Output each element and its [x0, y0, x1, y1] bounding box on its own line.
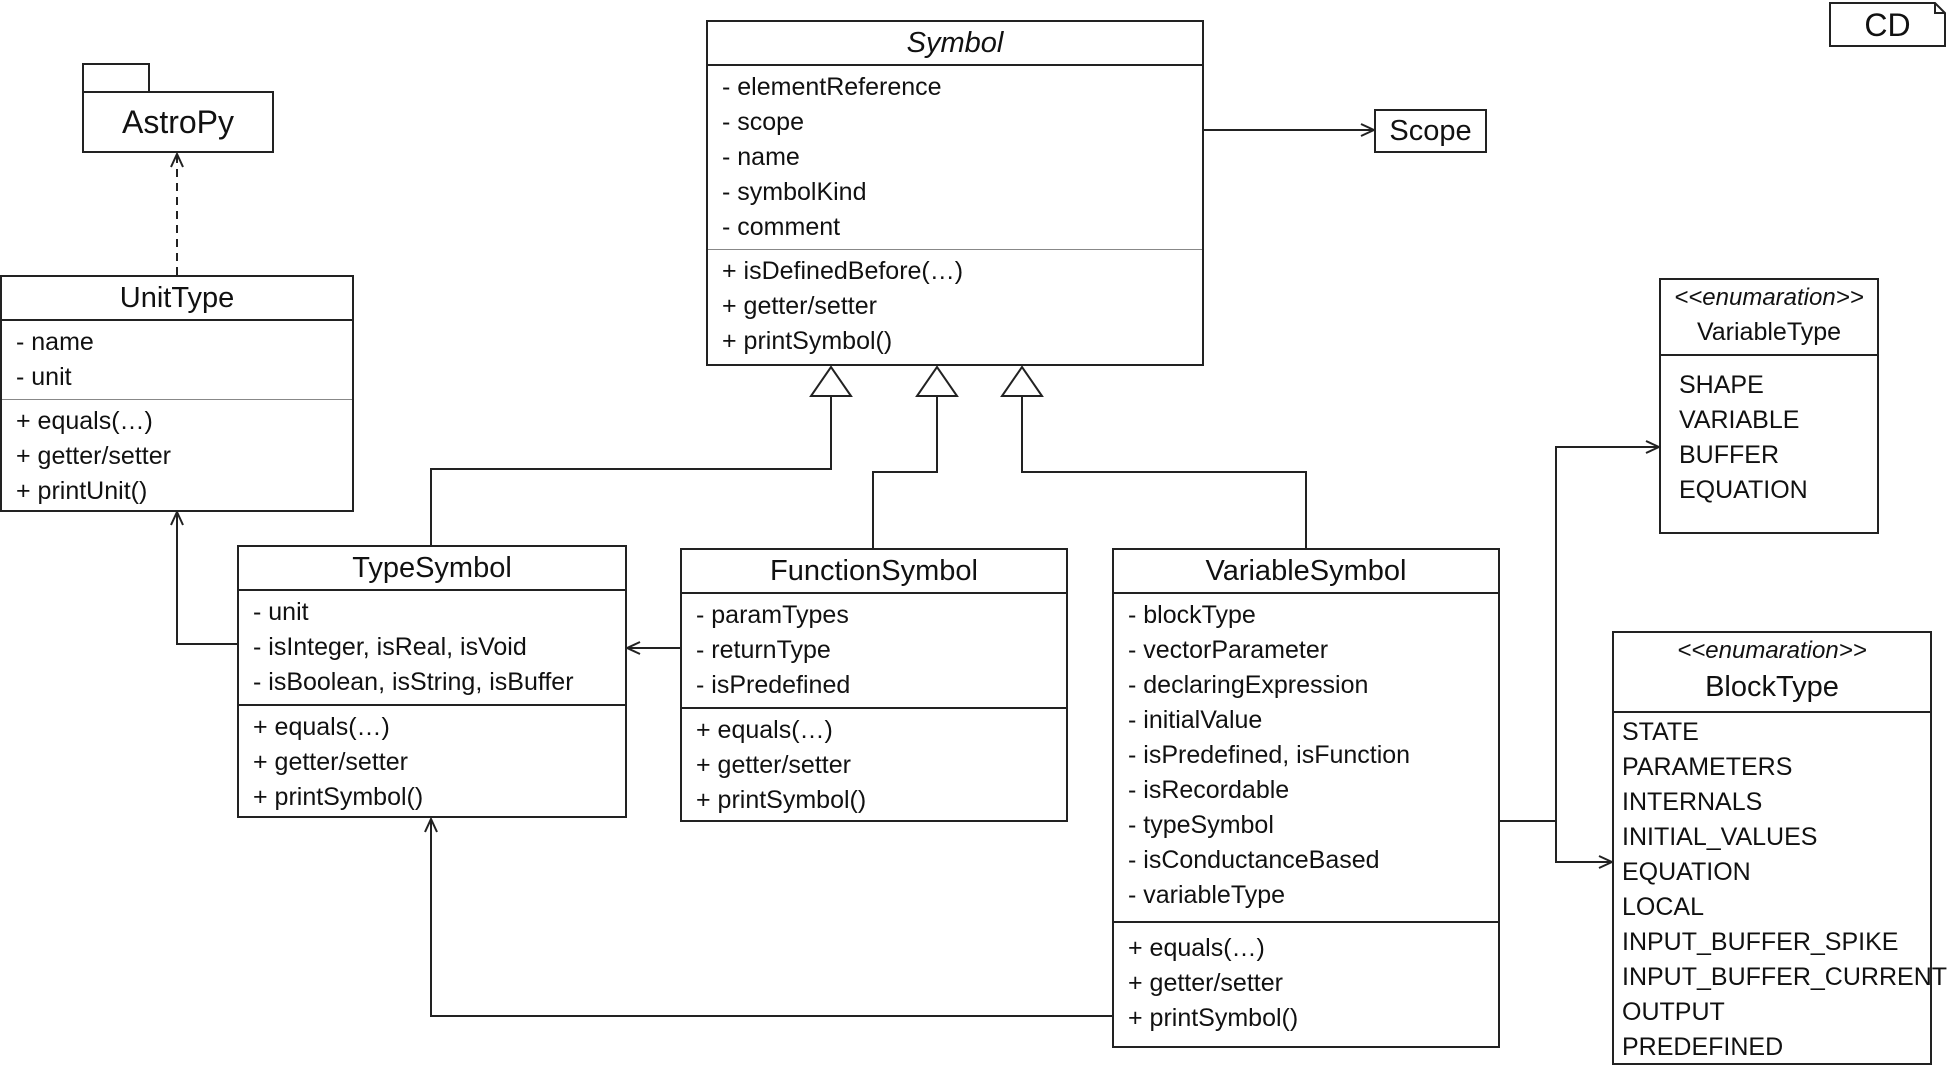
attribute: - symbolKind — [722, 178, 867, 206]
attribute: - typeSymbol — [1128, 811, 1274, 839]
attribute: - isRecordable — [1128, 776, 1290, 804]
generalization-variablesymbol-symbol — [1000, 365, 1307, 548]
operation: + equals(…) — [16, 407, 153, 435]
association-variablesymbol-variabletype — [1500, 447, 1659, 822]
enum-blocktype: <<enumaration>> BlockType STATE PARAMETE… — [1612, 631, 1948, 1067]
operation: + printSymbol() — [253, 783, 424, 811]
class-unittype: UnitType - name - unit + equals(…) + get… — [0, 275, 354, 512]
attribute: - isPredefined, isFunction — [1128, 741, 1411, 769]
operation: + equals(…) — [1128, 934, 1265, 962]
enum-literal: INTERNALS — [1622, 788, 1763, 816]
enum-header: <<enumaration>> BlockType — [1614, 633, 1930, 713]
class-name: VariableSymbol — [1114, 550, 1498, 594]
attribute: - unit — [253, 598, 309, 626]
attribute: - variableType — [1128, 881, 1286, 909]
enum-literal: PREDEFINED — [1622, 1033, 1784, 1061]
enum-literal: PARAMETERS — [1622, 753, 1793, 781]
operation: + equals(…) — [253, 713, 390, 741]
generalization-functionsymbol-symbol — [872, 365, 959, 548]
attribute: - vectorParameter — [1128, 636, 1329, 664]
attribute: - name — [16, 328, 94, 356]
class-variablesymbol: VariableSymbol - blockType - vectorParam… — [1112, 548, 1500, 1048]
enum-literal: INITIAL_VALUES — [1622, 823, 1818, 851]
operation: + printSymbol() — [1128, 1004, 1299, 1032]
enum-literal: STATE — [1622, 718, 1699, 746]
enum-stereotype: <<enumaration>> — [1677, 637, 1867, 664]
operation: + printUnit() — [16, 477, 148, 505]
attribute-list: - elementReference - scope - name - symb… — [708, 66, 1202, 250]
attribute: - unit — [16, 363, 72, 391]
attribute: - scope — [722, 108, 804, 136]
enum-literal-list: STATE PARAMETERS INTERNALS INITIAL_VALUE… — [1614, 713, 1948, 1067]
enum-literal: SHAPE — [1679, 371, 1764, 399]
operation: + getter/setter — [722, 292, 877, 320]
enum-literal: OUTPUT — [1622, 998, 1725, 1026]
enum-name: BlockType — [1705, 671, 1839, 703]
enum-variabletype: <<enumaration>> VariableType SHAPE VARIA… — [1659, 278, 1879, 534]
package-name: AstroPy — [121, 104, 235, 140]
operation: + getter/setter — [253, 748, 408, 776]
generalization-typesymbol-symbol — [430, 365, 853, 545]
association-variablesymbol-blocktype — [1555, 821, 1612, 862]
enum-literal: EQUATION — [1679, 476, 1808, 504]
attribute: - paramTypes — [696, 601, 849, 629]
attribute-list: - paramTypes - returnType - isPredefined — [682, 594, 1066, 709]
operation: + printSymbol() — [722, 327, 893, 355]
operation-list: + equals(…) + getter/setter + printSymbo… — [682, 709, 1066, 822]
enum-literal: INPUT_BUFFER_CURRENT — [1622, 963, 1948, 991]
diagram-tag: CD — [1864, 7, 1911, 43]
attribute-list: - name - unit — [2, 321, 352, 400]
package-astropy: AstroPy — [82, 91, 274, 153]
operation: + isDefinedBefore(…) — [722, 257, 964, 285]
enum-literal: VARIABLE — [1679, 406, 1800, 434]
class-functionsymbol: FunctionSymbol - paramTypes - returnType… — [680, 548, 1068, 822]
attribute: - blockType — [1128, 601, 1256, 629]
operation-list: + equals(…) + getter/setter + printSymbo… — [1114, 923, 1498, 1040]
operation-list: + isDefinedBefore(…) + getter/setter + p… — [708, 250, 1202, 363]
enum-literal: INPUT_BUFFER_SPIKE — [1622, 928, 1899, 956]
association-typesymbol-unittype — [177, 512, 237, 645]
enum-literal: BUFFER — [1679, 441, 1779, 469]
enum-literal-list: SHAPE VARIABLE BUFFER EQUATION — [1661, 356, 1877, 514]
enum-header: <<enumaration>> VariableType — [1661, 280, 1877, 356]
operation: + getter/setter — [696, 751, 851, 779]
attribute: - isBoolean, isString, isBuffer — [253, 668, 574, 696]
operation: + getter/setter — [16, 442, 171, 470]
attribute: - initialValue — [1128, 706, 1263, 734]
enum-name: VariableType — [1696, 318, 1842, 346]
enum-stereotype: <<enumaration>> — [1674, 284, 1864, 311]
attribute: - elementReference — [722, 73, 942, 101]
class-name: Symbol — [708, 22, 1202, 66]
class-symbol: Symbol - elementReference - scope - name… — [706, 20, 1204, 366]
attribute: - isConductanceBased — [1128, 846, 1380, 874]
package-tab — [82, 63, 150, 93]
operation: + getter/setter — [1128, 969, 1283, 997]
attribute-list: - unit - isInteger, isReal, isVoid - isB… — [239, 591, 625, 706]
class-name: TypeSymbol — [239, 547, 625, 591]
class-name: UnitType — [2, 277, 352, 321]
association-variablesymbol-typesymbol — [431, 819, 1112, 1017]
enum-literal: EQUATION — [1622, 858, 1751, 886]
attribute: - comment — [722, 213, 841, 241]
class-typesymbol: TypeSymbol - unit - isInteger, isReal, i… — [237, 545, 627, 818]
attribute-list: - blockType - vectorParameter - declarin… — [1114, 594, 1498, 923]
diagram-tag-frame — [1829, 2, 1946, 47]
attribute: - returnType — [696, 636, 831, 664]
class-scope: Scope — [1374, 109, 1487, 153]
attribute: - declaringExpression — [1128, 671, 1369, 699]
operation-list: + equals(…) + getter/setter + printUnit(… — [2, 400, 352, 513]
enum-literal: LOCAL — [1622, 893, 1704, 921]
operation: + printSymbol() — [696, 786, 867, 814]
operation-list: + equals(…) + getter/setter + printSymbo… — [239, 706, 625, 819]
scope-name: Scope — [1389, 115, 1472, 147]
operation: + equals(…) — [696, 716, 833, 744]
attribute: - isInteger, isReal, isVoid — [253, 633, 527, 661]
attribute: - name — [722, 143, 800, 171]
class-name: FunctionSymbol — [682, 550, 1066, 594]
attribute: - isPredefined — [696, 671, 851, 699]
